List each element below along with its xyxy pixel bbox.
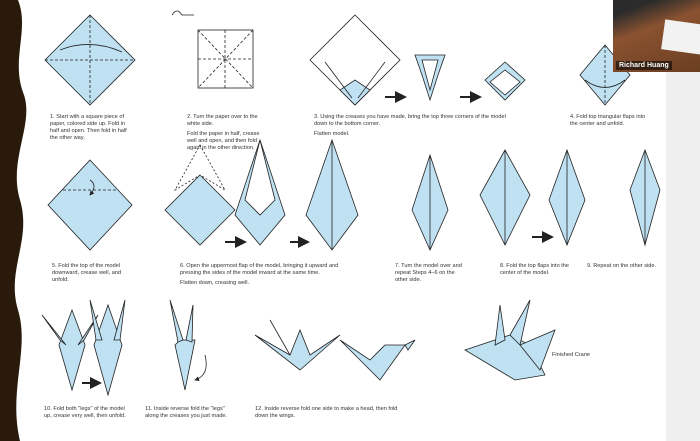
participant-video-tile[interactable]: Richard Huang [613,0,700,72]
step-12-caption: 12. Inside reverse fold one side to make… [255,406,398,419]
step-10-diagram [41,308,99,392]
step-2-diagram [171,10,254,89]
step-6c-diagram [305,138,359,251]
step-3-caption: 3. Using the creases you have made, brin… [314,114,506,137]
step-3c-diagram [484,61,526,101]
finished-crane-label: Finished Crane [552,352,590,358]
step-6-caption: 6. Open the uppermost flap of the model,… [180,263,339,286]
step-8b-diagram [548,148,586,247]
step-12-diagram [254,319,416,381]
step-7-caption: 7. Turn the model over and repeat Steps … [395,263,462,283]
step-2-caption: 2. Turn the paper over to the white side… [187,114,260,151]
participant-name: Richard Huang [616,61,672,70]
step-10b-diagram [89,299,126,397]
paper-in-video [661,19,700,55]
step-1-diagram [44,14,136,106]
step-9-caption: 9. Repeat on the other side. [587,263,657,269]
step-8-caption: 8. Fold the top flaps into the center of… [500,263,570,276]
right-margin [666,0,700,441]
step-1-caption: 1. Start with a square piece of paper, c… [50,114,127,141]
step-9-diagram [629,148,661,247]
step-8-diagram [479,149,531,246]
step-3-diagram [309,14,401,106]
step-5-caption: 5. Fold the top of the model downward, c… [52,263,122,283]
finished-crane-diagram [464,299,556,381]
step-6-diagram [164,144,236,246]
step-10-caption: 10. Fold both "legs" of the model up, cr… [44,406,126,419]
step-11-diagram [169,299,207,391]
step-5-diagram [47,159,133,251]
decorative-wavy-border [0,0,27,441]
step-4-caption: 4. Fold top triangular flaps into the ce… [570,114,646,127]
step-7-diagram [411,153,449,251]
step-11-caption: 11. Inside reverse fold the "legs" along… [145,406,228,419]
step-3b-diagram [414,54,446,102]
step-6b-diagram [234,138,286,246]
